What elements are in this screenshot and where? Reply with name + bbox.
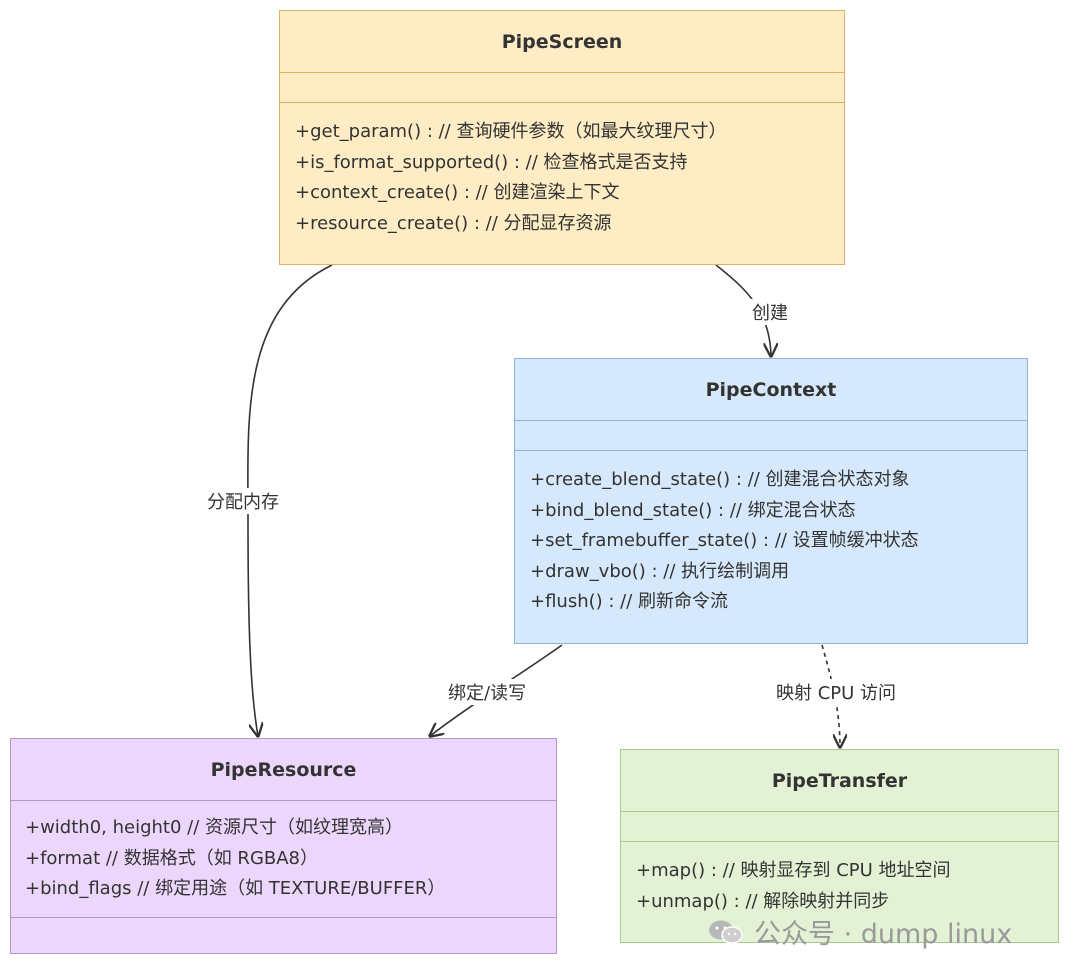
class-methods: +get_param() : // 查询硬件参数（如最大纹理尺寸） +is_fo…	[280, 103, 844, 239]
method-line: +flush() : // 刷新命令流	[530, 591, 729, 612]
class-attributes-empty	[621, 812, 1058, 842]
attribute-line: +bind_flags // 绑定用途（如 TEXTURE/BUFFER）	[25, 878, 446, 899]
class-title: PipeScreen	[280, 11, 844, 73]
attribute-line: +format // 数据格式（如 RGBA8）	[25, 847, 319, 869]
watermark-text: 公众号 · dump linux	[754, 919, 1013, 950]
class-methods: +create_blend_state() : // 创建混合状态对象 +bin…	[515, 451, 1027, 618]
edge-label-map-cpu-access: 映射 CPU 访问	[774, 679, 899, 705]
class-title: PipeContext	[515, 359, 1027, 421]
watermark: 公众号 · dump linux	[708, 912, 1012, 951]
class-title: PipeResource	[11, 739, 556, 801]
method-line: +bind_blend_state() : // 绑定混合状态	[530, 499, 856, 521]
method-line: +context_create() : // 创建渲染上下文	[295, 182, 620, 203]
method-line: +resource_create() : // 分配显存资源	[295, 212, 612, 234]
edge-label-create: 创建	[750, 299, 790, 325]
class-pipe-screen: PipeScreen +get_param() : // 查询硬件参数（如最大纹…	[279, 10, 845, 265]
class-attributes-empty	[515, 421, 1027, 451]
method-line: +is_format_supported() : // 检查格式是否支持	[295, 151, 688, 173]
attribute-line: +width0, height0 // 资源尺寸（如纹理宽高）	[25, 817, 403, 838]
wechat-icon	[708, 919, 744, 945]
class-pipe-resource: PipeResource +width0, height0 // 资源尺寸（如纹…	[10, 738, 557, 954]
class-methods: +map() : // 映射显存到 CPU 地址空间 +unmap() : //…	[621, 842, 1058, 917]
method-line: +draw_vbo() : // 执行绘制调用	[530, 560, 790, 582]
edge-label-allocate-memory: 分配内存	[205, 488, 281, 514]
method-line: +set_framebuffer_state() : // 设置帧缓冲状态	[530, 530, 919, 551]
method-line: +create_blend_state() : // 创建混合状态对象	[530, 469, 910, 490]
method-line: +unmap() : // 解除映射并同步	[636, 890, 890, 912]
method-line: +get_param() : // 查询硬件参数（如最大纹理尺寸）	[295, 121, 727, 142]
class-methods-empty	[11, 918, 556, 932]
class-title: PipeTransfer	[621, 750, 1058, 812]
class-pipe-transfer: PipeTransfer +map() : // 映射显存到 CPU 地址空间 …	[620, 749, 1059, 943]
class-attributes-empty	[280, 73, 844, 103]
class-attributes: +width0, height0 // 资源尺寸（如纹理宽高） +format …	[11, 801, 556, 918]
method-line: +map() : // 映射显存到 CPU 地址空间	[636, 860, 951, 881]
edge-label-bind-read-write: 绑定/读写	[446, 679, 529, 705]
class-pipe-context: PipeContext +create_blend_state() : // 创…	[514, 358, 1028, 644]
